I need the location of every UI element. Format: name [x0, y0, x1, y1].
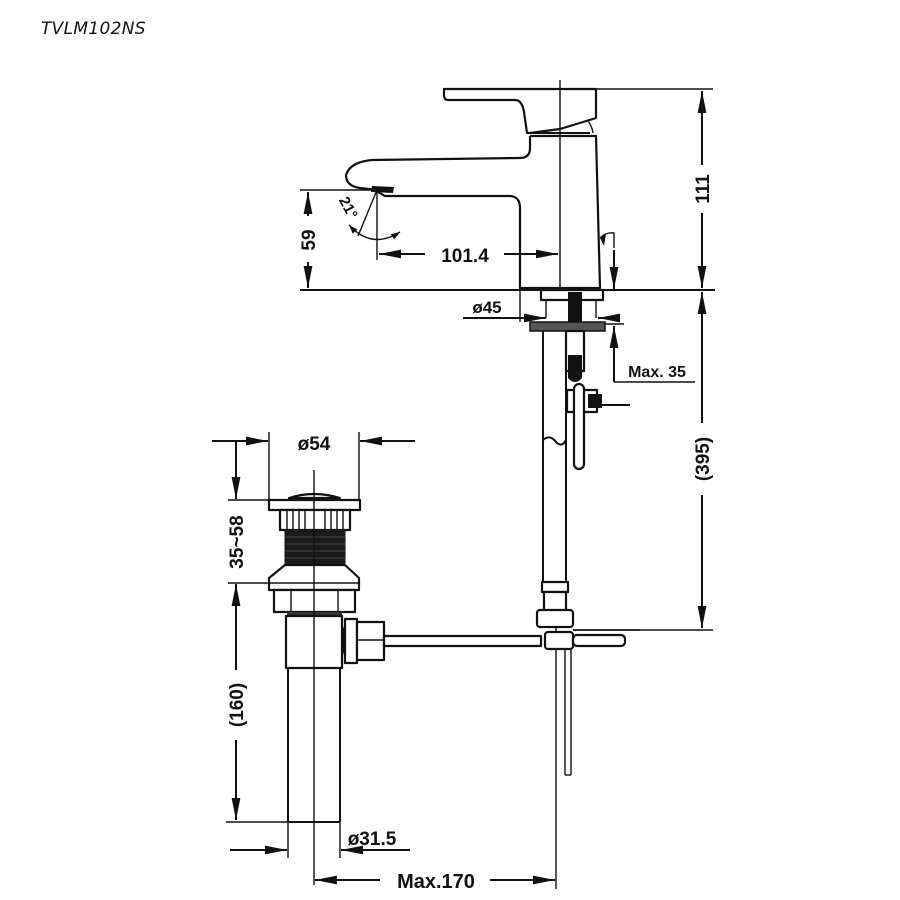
dimension-drain-cap-adjust: 35~58	[227, 441, 270, 640]
dim-spout-angle-label: 21°	[335, 194, 361, 222]
dim-drain-cap-diameter-label: ø54	[298, 434, 331, 455]
dimension-spout-angle: 21°	[335, 189, 401, 260]
lever-handle	[442, 87, 598, 135]
dimension-spout-reach: 101.4	[379, 246, 558, 267]
dimension-drain-pipe-diameter: ø31.5	[230, 822, 410, 858]
dim-max-rod-distance-label: Max.170	[397, 871, 475, 893]
dim-spout-reach-label: 101.4	[441, 246, 489, 267]
dimension-max-rod-distance: Max.170	[315, 775, 557, 893]
dim-counter-thickness-label: Max. 35	[628, 364, 686, 381]
dimension-total-height: 111	[596, 88, 714, 288]
dim-drain-length-label: (160)	[227, 683, 248, 727]
dimension-base-diameter: ø45	[463, 290, 620, 323]
dimension-drain-length: (160)	[226, 640, 290, 823]
dim-base-diameter-label: ø45	[472, 298, 501, 317]
dimension-supply-length: (395)	[573, 292, 714, 631]
dimension-spout-height: 59	[299, 189, 378, 288]
dim-spout-height-label: 59	[299, 229, 320, 250]
popup-drain	[267, 470, 640, 885]
dim-drain-pipe-diameter-label: ø31.5	[348, 829, 397, 850]
dim-total-height-label: 111	[693, 174, 714, 204]
dimension-counter-thickness: Max. 35	[605, 250, 695, 383]
dimension-drain-cap-diameter: ø54	[212, 432, 415, 500]
model-number-title: TVLM102NS	[41, 19, 146, 39]
dim-drain-cap-adjust-label: 35~58	[227, 515, 248, 568]
dim-supply-length-label: (395)	[693, 437, 714, 481]
supply-hoses	[535, 331, 575, 776]
spout	[344, 136, 532, 192]
